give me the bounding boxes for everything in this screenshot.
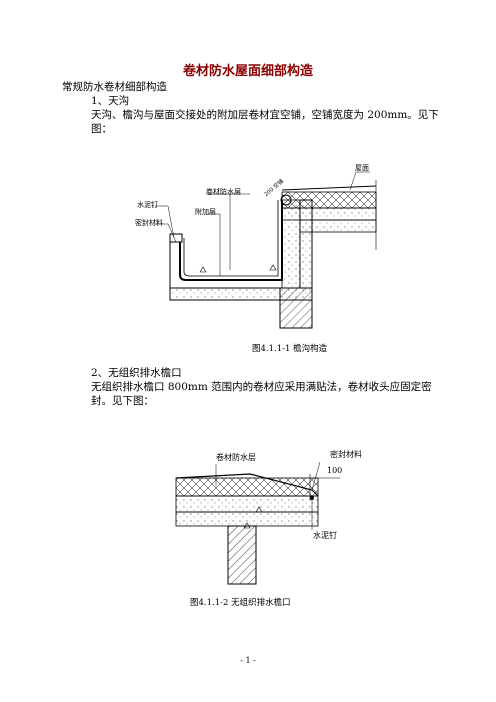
section-2-heading: 2、无组织排水檐口 (91, 367, 182, 379)
fig1-label-roof: 屋面 (355, 164, 369, 172)
page-number: - 1 - (240, 656, 256, 665)
intro-text: 常规防水卷材细部构造 (62, 81, 167, 93)
fig2-caption: 图4.1.1-2 无组织排水檐口 (190, 598, 291, 608)
fig1-label-additional: 附加层 (195, 208, 216, 216)
fig2-label-dimension: 100 (327, 466, 343, 475)
document-title: 卷材防水屋面细部构造 (182, 64, 313, 79)
fig2-label-sealant: 密封材料 (330, 450, 362, 459)
section-2-text-line1: 无组织排水檐口 800mm 范围内的卷材应采用满贴法，卷材收头应固定密 (91, 381, 432, 393)
fig1-label-membrane: 卷材防水层 (206, 188, 241, 196)
fig1-label-sealant: 密封材料 (135, 219, 163, 227)
fig2-label-membrane: 卷材防水层 (216, 453, 256, 462)
section-1-heading: 1、天沟 (91, 95, 130, 107)
fig1-caption: 图4.1.1-1 檐沟构造 (252, 344, 328, 354)
section-1-text-line1: 天沟、檐沟与屋面交接处的附加层卷材宜空铺，空铺宽度为 200mm。见下 (91, 109, 439, 121)
section-1-text-line2: 图： (91, 123, 112, 135)
fig2-label-nail: 水泥钉 (313, 531, 337, 540)
section-2-text-line2: 封。见下图： (91, 395, 154, 407)
fig1-label-nail: 水泥钉 (137, 201, 158, 209)
